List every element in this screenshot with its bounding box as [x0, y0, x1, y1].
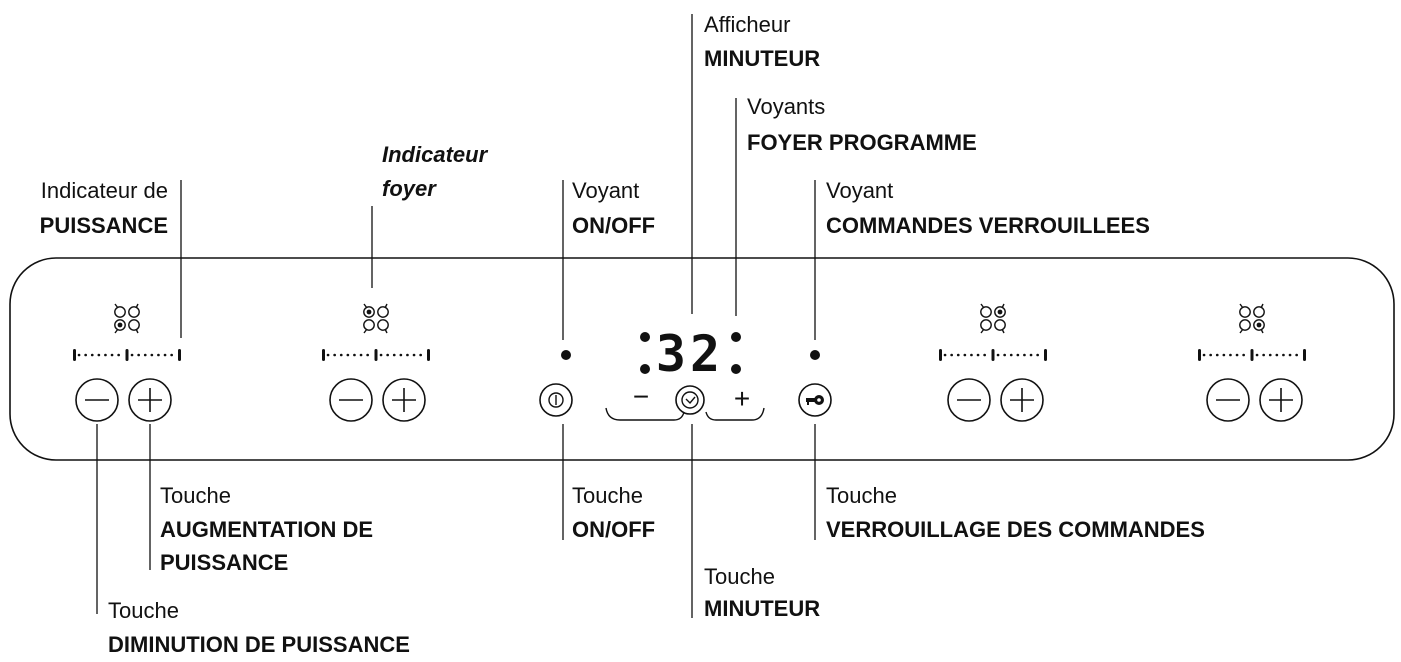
label-increase-key-line1: Touche: [160, 483, 231, 508]
cooktop-zones-icon: [980, 303, 1006, 334]
label-zone-indicator-line1: Indicateur: [382, 142, 489, 167]
cooking-zone-group-1: [73, 303, 181, 422]
plus-circle-icon: [1010, 388, 1034, 412]
label-onoff-key-line2: ON/OFF: [572, 517, 655, 542]
decrease-power-button[interactable]: [75, 378, 119, 422]
zone-light-bottom-right: [731, 364, 741, 374]
timer-button[interactable]: [675, 385, 705, 415]
power-level-scale-icon: [73, 349, 181, 361]
cooktop-zones-icon: [1239, 303, 1265, 334]
label-power-indicator-line1: Indicateur de: [41, 178, 168, 203]
increase-power-button[interactable]: [128, 378, 172, 422]
label-timer-key-line1: Touche: [704, 564, 775, 589]
label-power-indicator-line2: PUISSANCE: [40, 213, 168, 238]
power-icon: [548, 392, 564, 408]
label-lock-light-line1: Voyant: [826, 178, 893, 203]
cooking-zone-group-2: [322, 303, 430, 422]
label-timer-key-line2: MINUTEUR: [704, 596, 820, 621]
label-timer-display-line1: Afficheur: [704, 12, 790, 37]
clock-icon: [681, 391, 699, 409]
lock-indicator-light: [810, 350, 820, 360]
timer-key-bracket-right: [705, 407, 765, 421]
label-decrease-key-line1: Touche: [108, 598, 179, 623]
zone-light-bottom-left: [640, 364, 650, 374]
onoff-indicator-light: [561, 350, 571, 360]
plus-circle-icon: [392, 388, 416, 412]
decrease-power-button[interactable]: [329, 378, 373, 422]
power-level-scale-icon: [939, 349, 1047, 361]
leader-lines: [96, 14, 816, 618]
plus-circle-icon: [1269, 388, 1293, 412]
label-zone-indicator-line2: foyer: [382, 176, 437, 201]
cooking-zone-group-4: [1198, 303, 1306, 422]
decrease-power-button[interactable]: [947, 378, 991, 422]
decrease-power-button[interactable]: [1206, 378, 1250, 422]
label-lock-key-line2: VERROUILLAGE DES COMMANDES: [826, 517, 1205, 542]
timer-key-bracket-left: [605, 407, 685, 421]
control-panel-outline: [9, 257, 1395, 461]
zone-light-top-right: [731, 332, 741, 342]
timer-decrease-button[interactable]: −: [633, 381, 649, 412]
plus-circle-icon: [138, 388, 162, 412]
power-level-scale-icon: [322, 349, 430, 361]
timer-display: 32: [640, 325, 741, 383]
label-timer-display-line2: MINUTEUR: [704, 46, 820, 71]
label-onoff-light-line2: ON/OFF: [572, 213, 655, 238]
onoff-button[interactable]: [539, 383, 573, 417]
label-onoff-key-line1: Touche: [572, 483, 643, 508]
timer-digits: 32: [656, 325, 724, 383]
zone-light-top-left: [640, 332, 650, 342]
timer-increase-button[interactable]: +: [734, 383, 750, 414]
cooktop-zones-icon: [114, 303, 140, 334]
label-zone-lights-line1: Voyants: [747, 94, 825, 119]
label-decrease-key-line2: DIMINUTION DE PUISSANCE: [108, 632, 410, 657]
label-lock-key-line1: Touche: [826, 483, 897, 508]
increase-power-button[interactable]: [1259, 378, 1303, 422]
label-increase-key-line3: PUISSANCE: [160, 550, 288, 575]
label-increase-key-line2: AUGMENTATION DE: [160, 517, 373, 542]
label-onoff-light-line1: Voyant: [572, 178, 639, 203]
lock-button[interactable]: [798, 383, 832, 417]
key-icon: [806, 395, 824, 405]
increase-power-button[interactable]: [1000, 378, 1044, 422]
power-level-scale-icon: [1198, 349, 1306, 361]
cooking-zone-group-3: [939, 303, 1047, 422]
increase-power-button[interactable]: [382, 378, 426, 422]
label-zone-lights-line2: FOYER PROGRAMME: [747, 130, 977, 155]
cooktop-zones-icon: [363, 303, 389, 334]
label-lock-light-line2: COMMANDES VERROUILLEES: [826, 213, 1150, 238]
